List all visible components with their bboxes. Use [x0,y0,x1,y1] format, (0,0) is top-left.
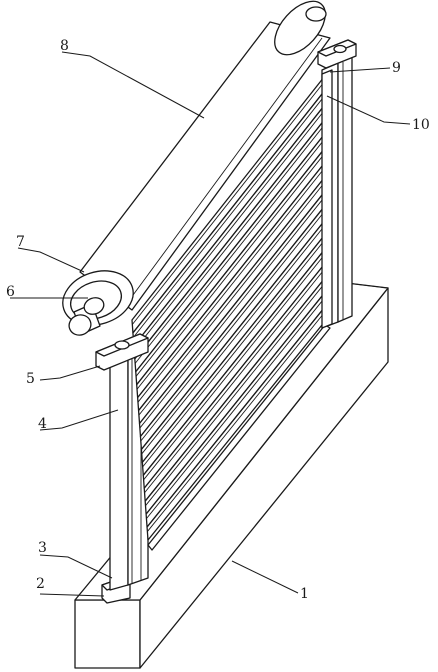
reference-numerals: 1 2 3 4 5 6 7 8 9 10 [6,38,430,602]
leader-9 [329,67,391,73]
leader-7 [17,247,85,273]
drive-shaft [68,297,105,336]
label-4: 4 [38,416,47,432]
leader-4 [39,409,119,431]
slat-edge [137,164,328,403]
slat-edge [139,193,328,429]
label-6: 6 [6,284,15,300]
leader-10 [326,95,411,125]
label-5: 5 [26,371,35,387]
curtain-bottom-bar [147,324,331,551]
label-3: 3 [38,540,47,556]
label-8: 8 [60,38,69,54]
leader-1 [231,560,299,594]
slat-edge [145,281,327,506]
rear-bracket [317,39,357,69]
slat-edge [136,149,328,390]
slat-edge [141,222,328,455]
label-1: 1 [300,586,309,602]
rear-shaft-end [305,6,327,22]
slat-edge [143,251,327,481]
label-10: 10 [412,117,430,133]
slat-edge [134,120,328,364]
leader-8 [61,51,205,119]
slat-edge [132,91,329,338]
label-2: 2 [36,576,45,592]
label-7: 7 [16,234,25,250]
leader-3 [39,554,113,579]
slat-edge [147,310,327,532]
slat-edge [146,295,327,519]
leader-5 [39,365,101,381]
slat-edge [135,135,328,377]
slat-edge [140,208,328,442]
slat-edge [133,106,329,351]
front-bracket [95,333,149,371]
slat-edge [142,237,328,468]
slat-edge [144,266,327,494]
leader-lines [10,51,411,597]
slat-edge [131,76,329,325]
label-9: 9 [392,60,401,76]
guide-rail [321,69,333,329]
slat-edge [138,178,328,416]
leader-2 [39,593,105,597]
shutter-slats [131,71,329,541]
